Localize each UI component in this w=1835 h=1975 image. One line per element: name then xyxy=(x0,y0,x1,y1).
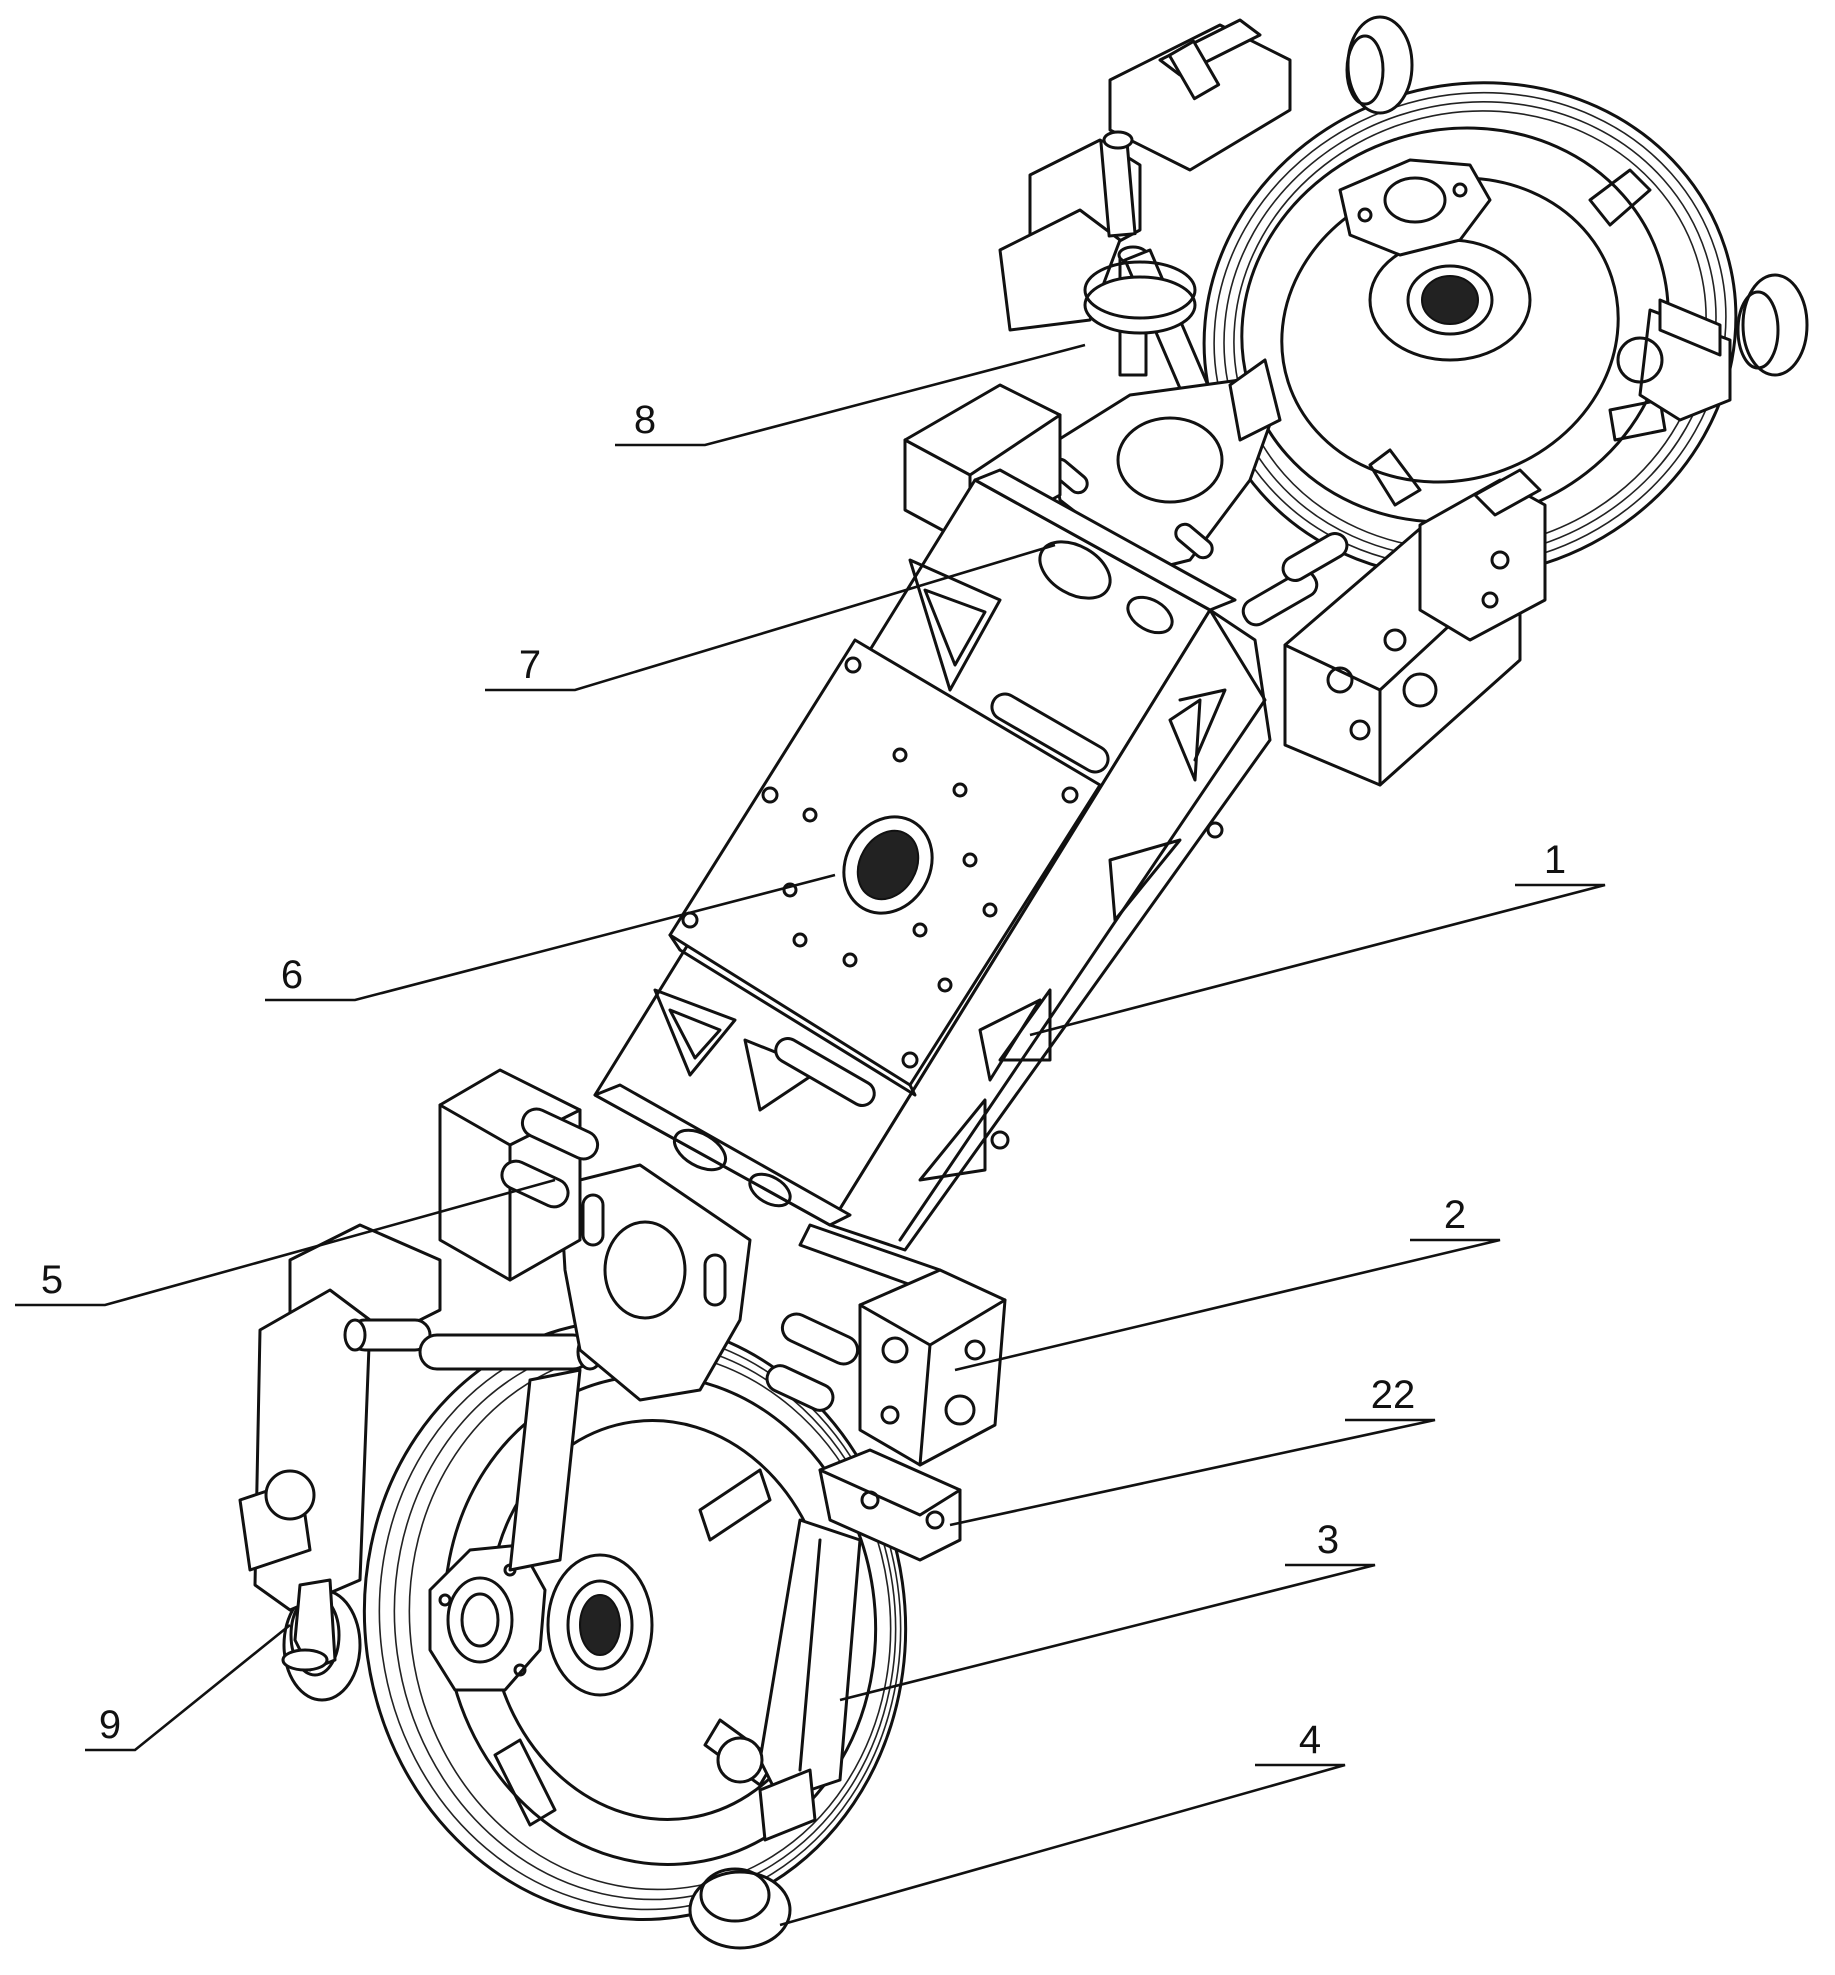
callout-1: 1 xyxy=(1029,838,1606,1037)
callout-9: 9 xyxy=(85,1623,291,1752)
callout-label-9: 9 xyxy=(99,1703,121,1747)
upper-mount-plate xyxy=(1048,358,1282,572)
upper-wheel-assembly xyxy=(1202,15,1809,579)
lower-left-bracket xyxy=(238,1223,604,1672)
callout-3: 3 xyxy=(839,1518,1376,1702)
lower-left-block xyxy=(438,1068,600,1282)
upper-right-block xyxy=(1241,468,1547,787)
leader-line-2 xyxy=(954,1238,1501,1372)
callout-5: 5 xyxy=(15,1178,556,1307)
callouts: 1 2 22 3 4 5 6 7 xyxy=(15,343,1606,1927)
upper-tensioner xyxy=(998,18,1292,402)
callout-6: 6 xyxy=(265,873,836,1002)
leader-line-22 xyxy=(949,1418,1436,1527)
callout-label-3: 3 xyxy=(1317,1518,1339,1562)
callout-label-8: 8 xyxy=(634,398,656,442)
callout-label-1: 1 xyxy=(1544,838,1566,882)
callout-label-5: 5 xyxy=(41,1258,63,1302)
central-mount-plate xyxy=(668,638,1102,1097)
callout-7: 7 xyxy=(485,543,1056,692)
callout-4: 4 xyxy=(779,1718,1346,1927)
leader-line-8 xyxy=(615,343,1086,447)
leader-line-5 xyxy=(15,1178,556,1307)
leader-line-7 xyxy=(485,543,1056,692)
lower-right-block xyxy=(716,1268,1007,1842)
leader-line-3 xyxy=(839,1563,1376,1702)
lower-mount-plate xyxy=(558,1163,752,1402)
callout-label-7: 7 xyxy=(519,643,541,687)
callout-8: 8 xyxy=(615,343,1086,447)
callout-2: 2 xyxy=(954,1193,1501,1372)
leader-line-1 xyxy=(1029,883,1606,1037)
callout-label-22: 22 xyxy=(1371,1373,1416,1417)
leader-line-9 xyxy=(85,1623,291,1752)
leader-line-6 xyxy=(265,873,836,1002)
leader-line-4 xyxy=(779,1763,1346,1927)
callout-label-2: 2 xyxy=(1444,1193,1466,1237)
callout-22: 22 xyxy=(949,1373,1436,1527)
callout-label-4: 4 xyxy=(1299,1718,1321,1762)
callout-label-6: 6 xyxy=(281,953,303,997)
